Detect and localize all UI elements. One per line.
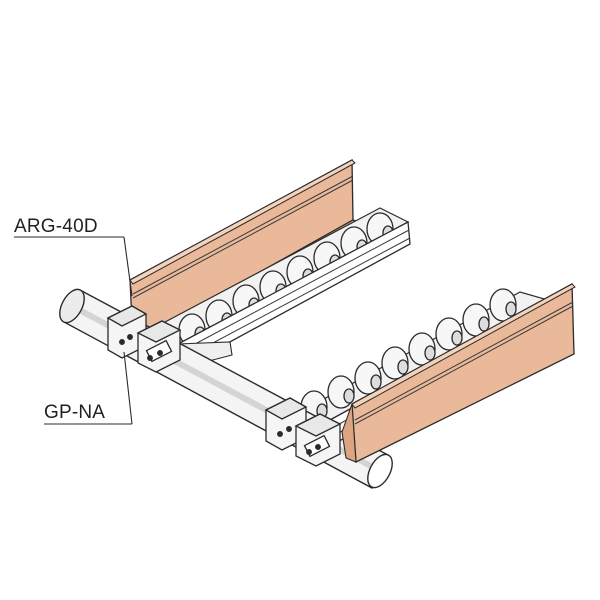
right-roller-conveyor: [298, 288, 550, 424]
bracket-left-inner: [136, 320, 182, 373]
callout-arg-40d: ARG-40D: [14, 216, 133, 297]
right-guide-rail: [341, 282, 576, 464]
right-rollers: [300, 288, 517, 424]
label-gp-na: GP-NA: [44, 402, 105, 423]
bracket-right-inner: [294, 413, 342, 467]
callout-gp-na: GP-NA: [44, 351, 133, 425]
left-roller-conveyor: [148, 207, 411, 370]
label-arg-40d: ARG-40D: [14, 216, 98, 237]
